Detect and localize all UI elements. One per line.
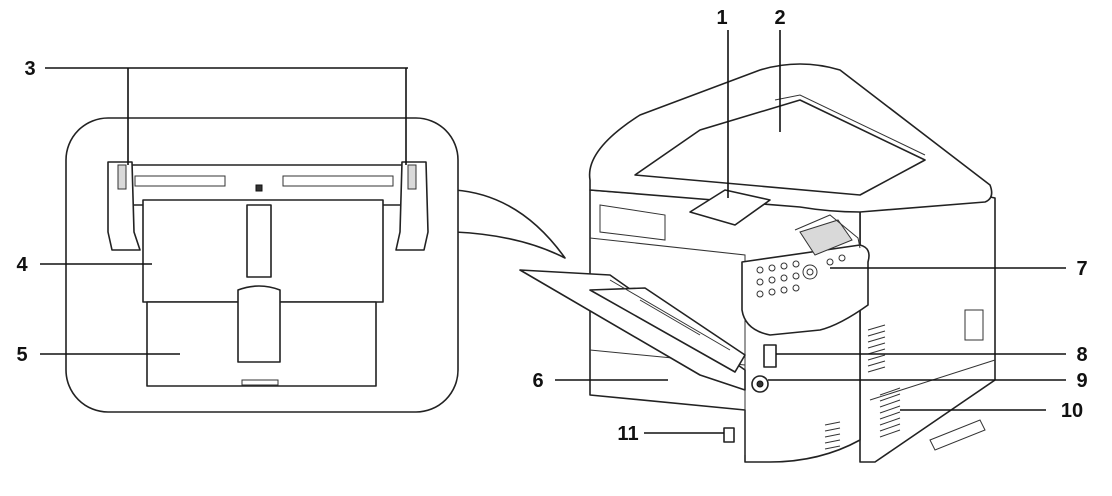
rail-slot-right (282, 175, 394, 187)
tray-rail (109, 164, 426, 206)
side-panel-cutout (964, 309, 984, 341)
callout-4: 4 (16, 254, 28, 276)
power-switch-center (756, 380, 764, 388)
inset-pointer (454, 189, 566, 259)
callout-labels: 1 2 3 4 5 6 7 8 9 10 11 (16, 7, 1087, 445)
callout-6: 6 (532, 370, 543, 392)
guide-tab-right (407, 164, 417, 190)
side-vents (824, 324, 901, 450)
callout-5: 5 (16, 344, 27, 366)
mp-tray-guide (589, 287, 746, 373)
mp-tray-slot (246, 204, 272, 278)
printer (519, 63, 996, 463)
guide-tab-left (117, 164, 127, 190)
rail-center-mark (255, 184, 263, 192)
printer-side (859, 169, 996, 463)
callout-9: 9 (1076, 370, 1087, 392)
callout-11: 11 (617, 423, 638, 445)
mp-tray-opened (519, 269, 746, 391)
cassette-handle (723, 427, 735, 443)
extension-tab (241, 379, 279, 386)
callout-7: 7 (1076, 258, 1087, 280)
panel-display-hood (794, 214, 861, 249)
callout-3: 3 (24, 58, 35, 80)
base-foot (929, 419, 986, 451)
paper-guide-left (107, 161, 141, 251)
mp-tray-inset (65, 117, 566, 413)
callout-1: 1 (716, 7, 727, 29)
top-slot (599, 204, 666, 241)
callout-10: 10 (1061, 400, 1083, 422)
output-tray (634, 99, 926, 196)
callout-2: 2 (774, 7, 785, 29)
output-tray-inner (774, 94, 926, 156)
rail-slot-left (134, 175, 226, 187)
panel-display (799, 219, 853, 256)
usb-slot (763, 344, 777, 368)
panel-keypad (756, 254, 846, 298)
leader-lines (40, 30, 1066, 434)
callout-8: 8 (1076, 344, 1087, 366)
mp-tray-rollers (609, 279, 731, 351)
paper-stopper (689, 189, 771, 226)
paper-guide-right (395, 161, 429, 251)
extension-grip (237, 285, 281, 363)
